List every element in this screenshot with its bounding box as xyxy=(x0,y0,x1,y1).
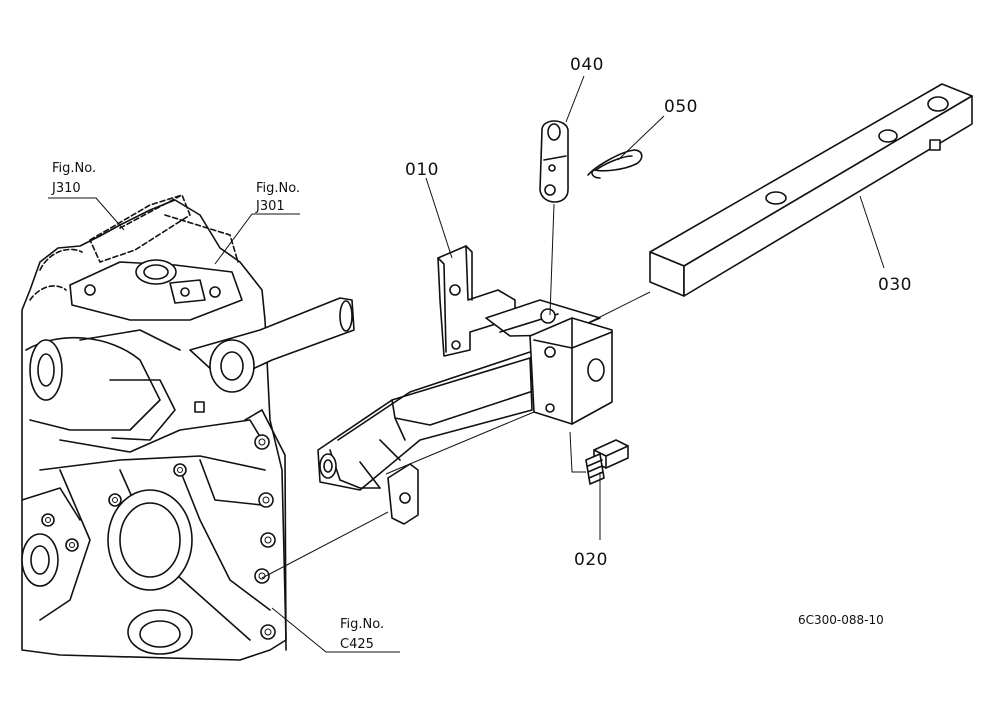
label-040: 040 xyxy=(570,55,604,75)
drawing-number: 6C300-088-10 xyxy=(798,613,884,627)
part-040-clevis-pin xyxy=(539,120,569,203)
fig-ref-j301-line1: Fig.No. xyxy=(256,181,300,196)
assembly-lines xyxy=(48,75,885,653)
fig-ref-j301-line2: J301 xyxy=(255,199,285,214)
fig-ref-j310-line1: Fig.No. xyxy=(52,161,96,176)
label-050: 050 xyxy=(664,97,698,117)
figure-reference-labels: Fig.No. J310 Fig.No. J301 Fig.No. C425 xyxy=(51,161,384,652)
flange-bolts xyxy=(41,434,276,640)
fig-ref-j310-line2: J310 xyxy=(51,181,81,196)
part-010-bracket xyxy=(317,245,613,525)
fig-ref-c425-line2: C425 xyxy=(340,637,374,652)
label-030: 030 xyxy=(878,275,912,295)
label-020: 020 xyxy=(574,550,608,570)
fig-ref-c425-line1: Fig.No. xyxy=(340,617,384,632)
part-030-drawbar xyxy=(649,83,973,297)
label-010: 010 xyxy=(405,160,439,180)
transmission-case xyxy=(21,194,355,661)
part-020-bolt xyxy=(585,439,629,485)
part-number-labels: 010 020 030 040 050 xyxy=(405,55,912,570)
part-050-snap-pin xyxy=(587,149,643,179)
